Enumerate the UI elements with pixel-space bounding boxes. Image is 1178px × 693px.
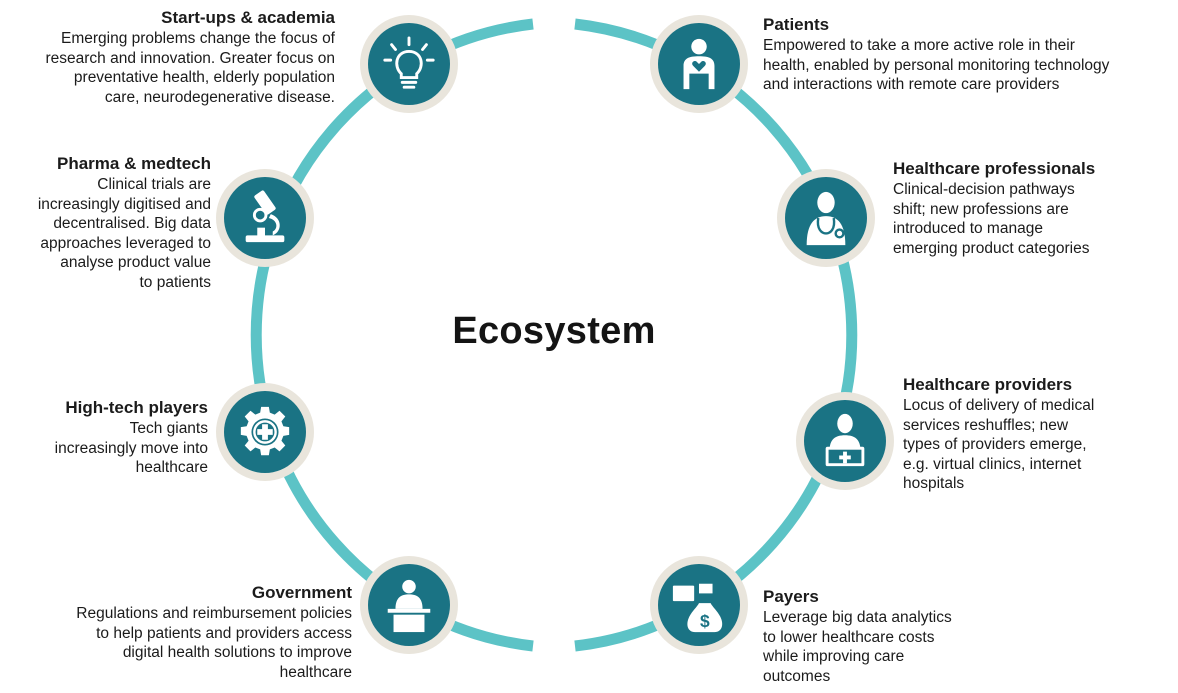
stakeholder-line: Emerging problems change the focus of <box>61 30 335 47</box>
stakeholder-line: Locus of delivery of medical <box>903 397 1095 414</box>
stakeholder-line: emerging product categories <box>893 239 1090 257</box>
money-bag-payment-icon: $ <box>672 583 723 633</box>
stakeholder-line: shift; new professions are <box>893 200 1069 218</box>
stakeholder-line: Clinical-decision pathways <box>893 181 1075 198</box>
stakeholder-line: preventative health, elderly population <box>73 69 335 86</box>
stakeholder-line: e.g. virtual clinics, internet <box>903 455 1082 473</box>
stakeholder-line: to lower healthcare costs <box>763 628 935 646</box>
node-startups <box>360 15 458 113</box>
stakeholder-title: Government <box>251 583 352 602</box>
patient-heart-icon <box>683 38 715 90</box>
stakeholder-line: decentralised. Big data <box>53 215 211 232</box>
stakeholder-line: digital health solutions to improve <box>122 644 352 661</box>
node-hightech <box>216 383 314 481</box>
stakeholder-hightech: High-tech players Tech giants increasing… <box>0 397 208 478</box>
svg-text:$: $ <box>700 611 710 631</box>
stakeholder-line: hospitals <box>903 475 965 492</box>
node-payers: $ <box>650 556 748 654</box>
stakeholder-line: approaches leveraged to <box>40 234 211 252</box>
gear-medical-cross-icon <box>240 406 290 456</box>
stakeholder-line: Tech giants <box>129 420 208 437</box>
center-title: Ecosystem <box>452 310 656 352</box>
stakeholder-title: Healthcare professionals <box>893 159 1096 178</box>
stakeholder-line: types of providers emerge, <box>903 436 1087 453</box>
stakeholder-line: outcomes <box>763 667 831 685</box>
stakeholder-line: increasingly move into <box>54 439 208 457</box>
lightbulb-icon <box>383 36 435 89</box>
node-providers <box>796 392 894 490</box>
stakeholder-government: Government Regulations and reimbursement… <box>12 582 352 682</box>
speaker-at-podium-icon <box>387 579 431 633</box>
stakeholder-line: Leverage big data analytics <box>763 609 952 626</box>
stakeholder-title: Start-ups & academia <box>161 8 335 27</box>
stakeholder-startups: Start-ups & academia Emerging problems c… <box>0 7 335 107</box>
stakeholder-line: to help patients and providers access <box>96 624 352 642</box>
stakeholder-line: and interactions with remote care provid… <box>763 76 1060 93</box>
stakeholder-line: research and innovation. Greater focus o… <box>45 49 335 67</box>
stakeholder-line: healthcare <box>135 459 208 476</box>
doctor-stethoscope-icon <box>806 191 846 246</box>
stakeholder-professionals: Healthcare professionals Clinical-decisi… <box>893 158 1173 258</box>
stakeholder-patients: Patients Empowered to take a more active… <box>763 14 1173 95</box>
stakeholder-pharma: Pharma & medtech Clinical trials are inc… <box>0 153 211 292</box>
stakeholder-line: to patients <box>139 273 211 291</box>
node-professionals <box>777 169 875 267</box>
stakeholder-line: analyse product value <box>60 254 211 271</box>
stakeholder-line: healthcare <box>279 663 352 681</box>
stakeholder-title: Pharma & medtech <box>57 154 211 173</box>
stakeholder-title: Payers <box>763 587 819 606</box>
stakeholder-line: care, neurodegenerative disease. <box>104 88 335 106</box>
stakeholder-providers: Healthcare providers Locus of delivery o… <box>903 374 1173 494</box>
stakeholder-line: Regulations and reimbursement policies <box>76 605 352 622</box>
stakeholder-title: Healthcare providers <box>903 375 1073 394</box>
microscope-icon <box>245 190 285 243</box>
provider-laptop-cross-icon <box>825 413 865 467</box>
stakeholder-title: Patients <box>763 15 830 34</box>
stakeholder-line: introduced to manage <box>893 220 1043 237</box>
stakeholder-line: services reshuffles; new <box>903 416 1069 434</box>
stakeholder-payers: Payers Leverage big data analytics to lo… <box>763 586 1023 686</box>
node-pharma <box>216 169 314 267</box>
stakeholder-line: Empowered to take a more active role in … <box>763 37 1075 54</box>
stakeholder-line: while improving care <box>763 648 905 665</box>
stakeholder-line: health, enabled by personal monitoring t… <box>763 56 1110 74</box>
stakeholder-line: Clinical trials are <box>97 176 211 193</box>
stakeholder-line: increasingly digitised and <box>37 195 211 213</box>
node-government <box>360 556 458 654</box>
node-patients <box>650 15 748 113</box>
stakeholder-title: High-tech players <box>65 398 208 417</box>
